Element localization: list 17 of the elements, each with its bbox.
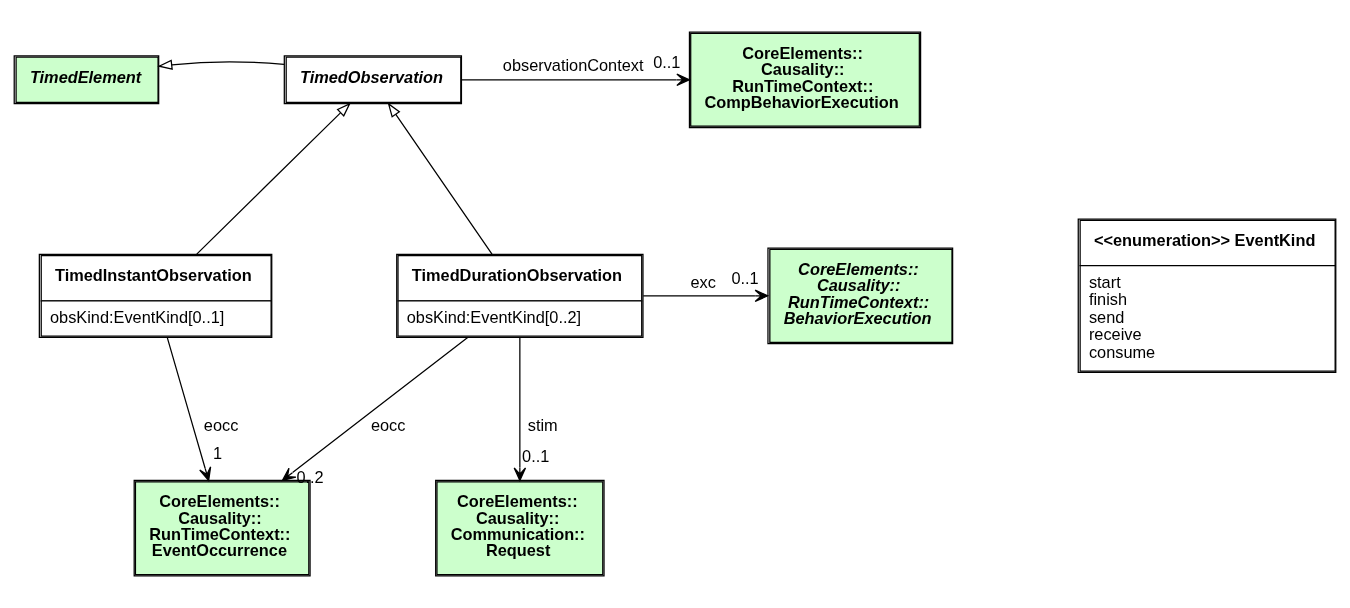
arrow [281,336,469,481]
edge-label: exc [690,272,716,291]
edge-label: eocc [370,415,406,434]
label: 0..1 [522,447,550,466]
label: 0..1 [653,53,681,72]
label: 0..1 [731,269,759,288]
edge-label: eocc [203,415,239,434]
edge-label: observationContext [502,56,644,75]
arrow [196,102,351,255]
arrow [166,337,212,482]
arrow [642,289,769,303]
arrow [513,337,527,482]
arrow [157,59,285,70]
arrow [387,102,493,255]
edge-label: stim [527,415,558,434]
label: 1 [213,443,223,462]
arrow [461,73,691,87]
